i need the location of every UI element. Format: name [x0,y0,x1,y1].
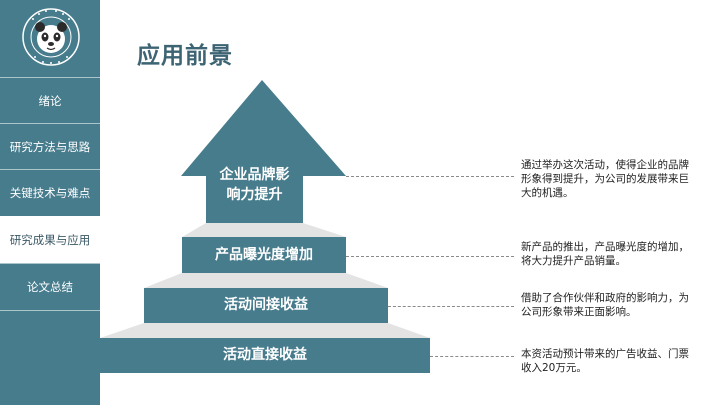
logo-area [0,0,100,78]
step-face-3 [100,323,430,338]
arrow-label-line2: 响力提升 [226,187,283,203]
tier-indirect-revenue [144,288,388,323]
leader-line-2 [346,256,514,257]
sidebar-item-introduction[interactable]: 绪论 [0,77,100,124]
sidebar-item-label: 关键技术与难点 [9,186,91,200]
leader-line-3 [388,306,514,307]
leader-line-1 [346,176,514,177]
panda-logo-icon [22,8,80,66]
sidebar-item-key-tech[interactable]: 关键技术与难点 [0,169,100,216]
arrow-label: 企业品牌影 响力提升 [206,165,303,205]
page-title: 应用前景 [137,43,233,69]
description-direct: 本资活动预计带来的广告收益、门票收入20万元。 [521,348,689,374]
sidebar-item-methods[interactable]: 研究方法与思路 [0,123,100,170]
step-face-1 [182,223,346,237]
sidebar-item-label: 绪论 [38,94,62,108]
sidebar: 绪论 研究方法与思路 关键技术与难点 研究成果与应用 论文总结 [0,0,100,405]
tier-product-exposure [182,237,346,273]
description-exposure: 新产品的推出，产品曝光度的增加，将大力提升产品销量。 [521,241,689,267]
tier-direct-revenue [100,338,430,373]
arrow-label-line1: 企业品牌影 [219,167,290,183]
sidebar-item-results[interactable]: 研究成果与应用 [0,216,100,263]
sidebar-item-label: 研究成果与应用 [9,233,91,247]
sidebar-item-summary[interactable]: 论文总结 [0,263,100,311]
tier-direct-revenue-label: 活动直接收益 [223,347,307,363]
step-face-2 [144,273,388,288]
arrow-shape [181,80,346,223]
tier-product-exposure-label: 产品曝光度增加 [215,247,313,263]
tier-indirect-revenue-label: 活动间接收益 [224,297,308,313]
sidebar-item-label: 论文总结 [27,280,73,294]
leader-line-4 [430,356,514,357]
description-indirect: 借助了合作伙伴和政府的影响力，为公司形象带来正面影响。 [521,292,689,318]
sidebar-item-label: 研究方法与思路 [9,140,91,154]
description-brand: 通过举办这次活动，使得企业的品牌形象得到提升，为公司的发展带来巨大的机遇。 [521,159,689,199]
